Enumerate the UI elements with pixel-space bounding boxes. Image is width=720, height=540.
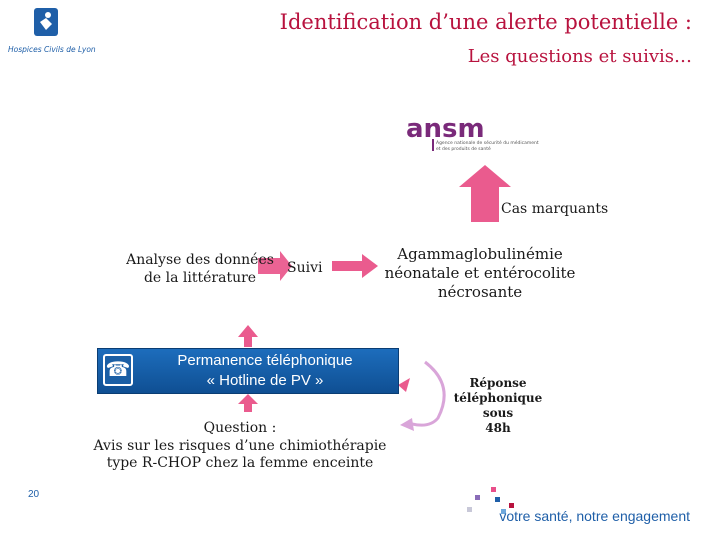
- question-label: Question : Avis sur les risques d’une ch…: [90, 420, 390, 473]
- analyse-line-2: de la littérature: [143, 269, 257, 286]
- curved-arrow-reponse-icon: [411, 360, 446, 427]
- up-arrow-analyse-icon: [238, 325, 258, 347]
- phone-icon: ☎: [103, 354, 133, 386]
- result-line-3: nécrosante: [437, 282, 523, 301]
- right-arrow-suivi-icon: [332, 254, 378, 278]
- reponse-line-1: Réponse: [469, 376, 527, 390]
- right-arrow-analyse-icon: [258, 251, 292, 281]
- slide-subtitle: Les questions et suivis…: [467, 46, 692, 67]
- suivi-label: Suivi: [287, 260, 323, 276]
- hotline-text: Permanence téléphonique « Hotline de PV …: [140, 351, 390, 391]
- reponse-line-2: téléphonique sous: [453, 391, 543, 420]
- reponse-label: Réponse téléphonique sous 48h: [448, 376, 548, 436]
- footer-dots-icon: [465, 485, 525, 515]
- hotline-line-1: Permanence téléphonique: [177, 352, 353, 369]
- result-line-1: Agammaglobulinémie: [397, 245, 563, 263]
- question-line-3: type R-CHOP chez la femme enceinte: [106, 455, 374, 471]
- page-number: 20: [28, 489, 40, 500]
- logo-org-name: Hospices Civils de Lyon: [8, 45, 96, 54]
- analyse-label: Analyse des données de la littérature: [120, 252, 280, 287]
- slide-title: Identification d’une alerte potentielle …: [279, 10, 692, 34]
- up-arrow-question-icon: [238, 394, 258, 412]
- up-arrow-ansm-icon: [459, 165, 511, 222]
- reponse-line-3: 48h: [485, 421, 511, 435]
- hcl-logo-icon: [34, 8, 58, 36]
- ansm-subtitle-1: Agence nationale de sécurité du médicame…: [436, 139, 539, 146]
- result-line-2: néonatale et entérocolite: [384, 263, 576, 282]
- hotline-box: ☎ Permanence téléphonique « Hotline de P…: [97, 348, 399, 394]
- ansm-logo: ansm Agence nationale de sécurité du méd…: [406, 114, 539, 152]
- footer-slogan: votre santé, notre engagement: [499, 508, 690, 524]
- result-label: Agammaglobulinémie néonatale et entéroco…: [370, 245, 590, 301]
- ansm-subtitle-2: et des produits de santé: [436, 145, 491, 152]
- analyse-line-1: Analyse des données: [126, 252, 274, 268]
- ansm-wordmark: ansm: [406, 114, 485, 144]
- question-line-2: Avis sur les risques d’une chimiothérapi…: [93, 437, 387, 454]
- hotline-line-2: « Hotline de PV »: [206, 372, 324, 389]
- question-line-1: Question :: [203, 420, 277, 436]
- cas-marquants-label: Cas marquants: [501, 201, 609, 217]
